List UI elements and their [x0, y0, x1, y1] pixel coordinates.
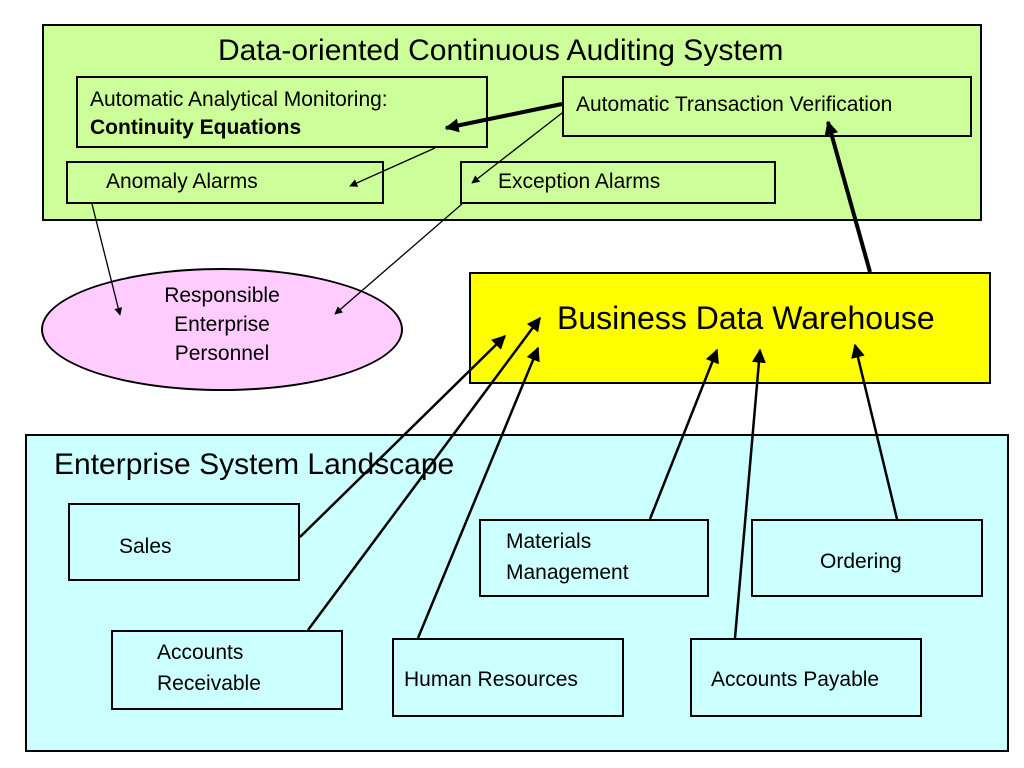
anomaly-alarms-label: Anomaly Alarms: [106, 170, 258, 193]
auditing-system-title: Data-oriented Continuous Auditing System: [218, 34, 784, 67]
exception-alarms-box: [460, 161, 776, 204]
personnel-line3: Personnel: [174, 342, 270, 365]
ordering-label: Ordering: [820, 550, 902, 573]
materials-label-line1: Materials: [506, 530, 592, 553]
accounts-payable-label: Accounts Payable: [711, 668, 880, 691]
sales-box: [68, 503, 300, 581]
data-warehouse-box: [469, 272, 991, 384]
accounts-receivable-box: [111, 630, 343, 710]
analytical-monitoring-label: Automatic Analytical Monitoring:: [90, 88, 388, 111]
personnel-line2: Enterprise: [174, 313, 270, 336]
human-resources-label: Human Resources: [404, 668, 578, 691]
transaction-verification-label: Automatic Transaction Verification: [576, 93, 893, 116]
exception-alarms-label: Exception Alarms: [498, 170, 661, 193]
continuity-equations-label: Continuity Equations: [90, 116, 302, 139]
accounts-receivable-line1: Accounts: [157, 641, 244, 664]
transaction-verification-box: [562, 76, 972, 137]
accounts-payable-box: [690, 638, 922, 717]
materials-label-line2: Management: [506, 561, 629, 584]
accounts-receivable-line2: Receivable: [157, 672, 261, 695]
human-resources-box: [392, 638, 624, 717]
enterprise-landscape-title: Enterprise System Landscape: [54, 448, 455, 481]
personnel-line1: Responsible: [164, 284, 280, 307]
sales-label: Sales: [119, 535, 172, 558]
data-warehouse-label: Business Data Warehouse: [557, 300, 935, 336]
